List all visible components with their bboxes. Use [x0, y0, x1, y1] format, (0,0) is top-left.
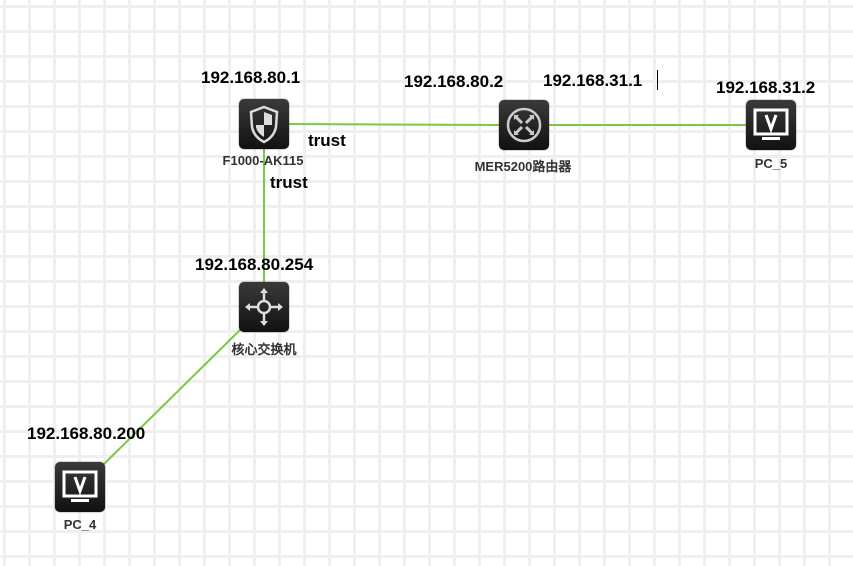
- pc4-ip-label: 192.168.80.200: [27, 424, 146, 443]
- firewall-ip-label: 192.168.80.1: [201, 68, 301, 87]
- zone-label-fw-router: trust: [308, 131, 346, 150]
- pc5-name: PC_5: [754, 156, 788, 171]
- router-icon: [506, 107, 542, 143]
- pc4-device[interactable]: [55, 462, 105, 512]
- pc-monitor-icon: [753, 108, 789, 140]
- router-wan-ip-label[interactable]: 192.168.31.1: [543, 71, 643, 90]
- pc-monitor-icon: [62, 470, 98, 502]
- firewall-name: F1000-AK115: [222, 153, 304, 168]
- firewall-device[interactable]: [239, 99, 289, 149]
- switch-name: 核心交换机: [231, 342, 297, 357]
- router-name: MER5200路由器: [474, 159, 572, 174]
- switch-icon: [245, 288, 283, 326]
- router-device[interactable]: [499, 100, 549, 150]
- pc5-ip-label: 192.168.31.2: [716, 78, 816, 97]
- link-firewall-router[interactable]: [287, 123, 501, 126]
- zone-label-fw-switch: trust: [270, 173, 308, 192]
- link-switch-pc4[interactable]: [103, 328, 242, 465]
- pc4-name: PC_4: [63, 517, 97, 532]
- pc5-device[interactable]: [746, 100, 796, 150]
- text-cursor: [657, 70, 658, 90]
- router-lan-ip-label: 192.168.80.2: [404, 72, 504, 91]
- switch-device[interactable]: [239, 282, 289, 332]
- switch-ip-label: 192.168.80.254: [195, 255, 314, 274]
- firewall-shield-icon: [249, 105, 279, 144]
